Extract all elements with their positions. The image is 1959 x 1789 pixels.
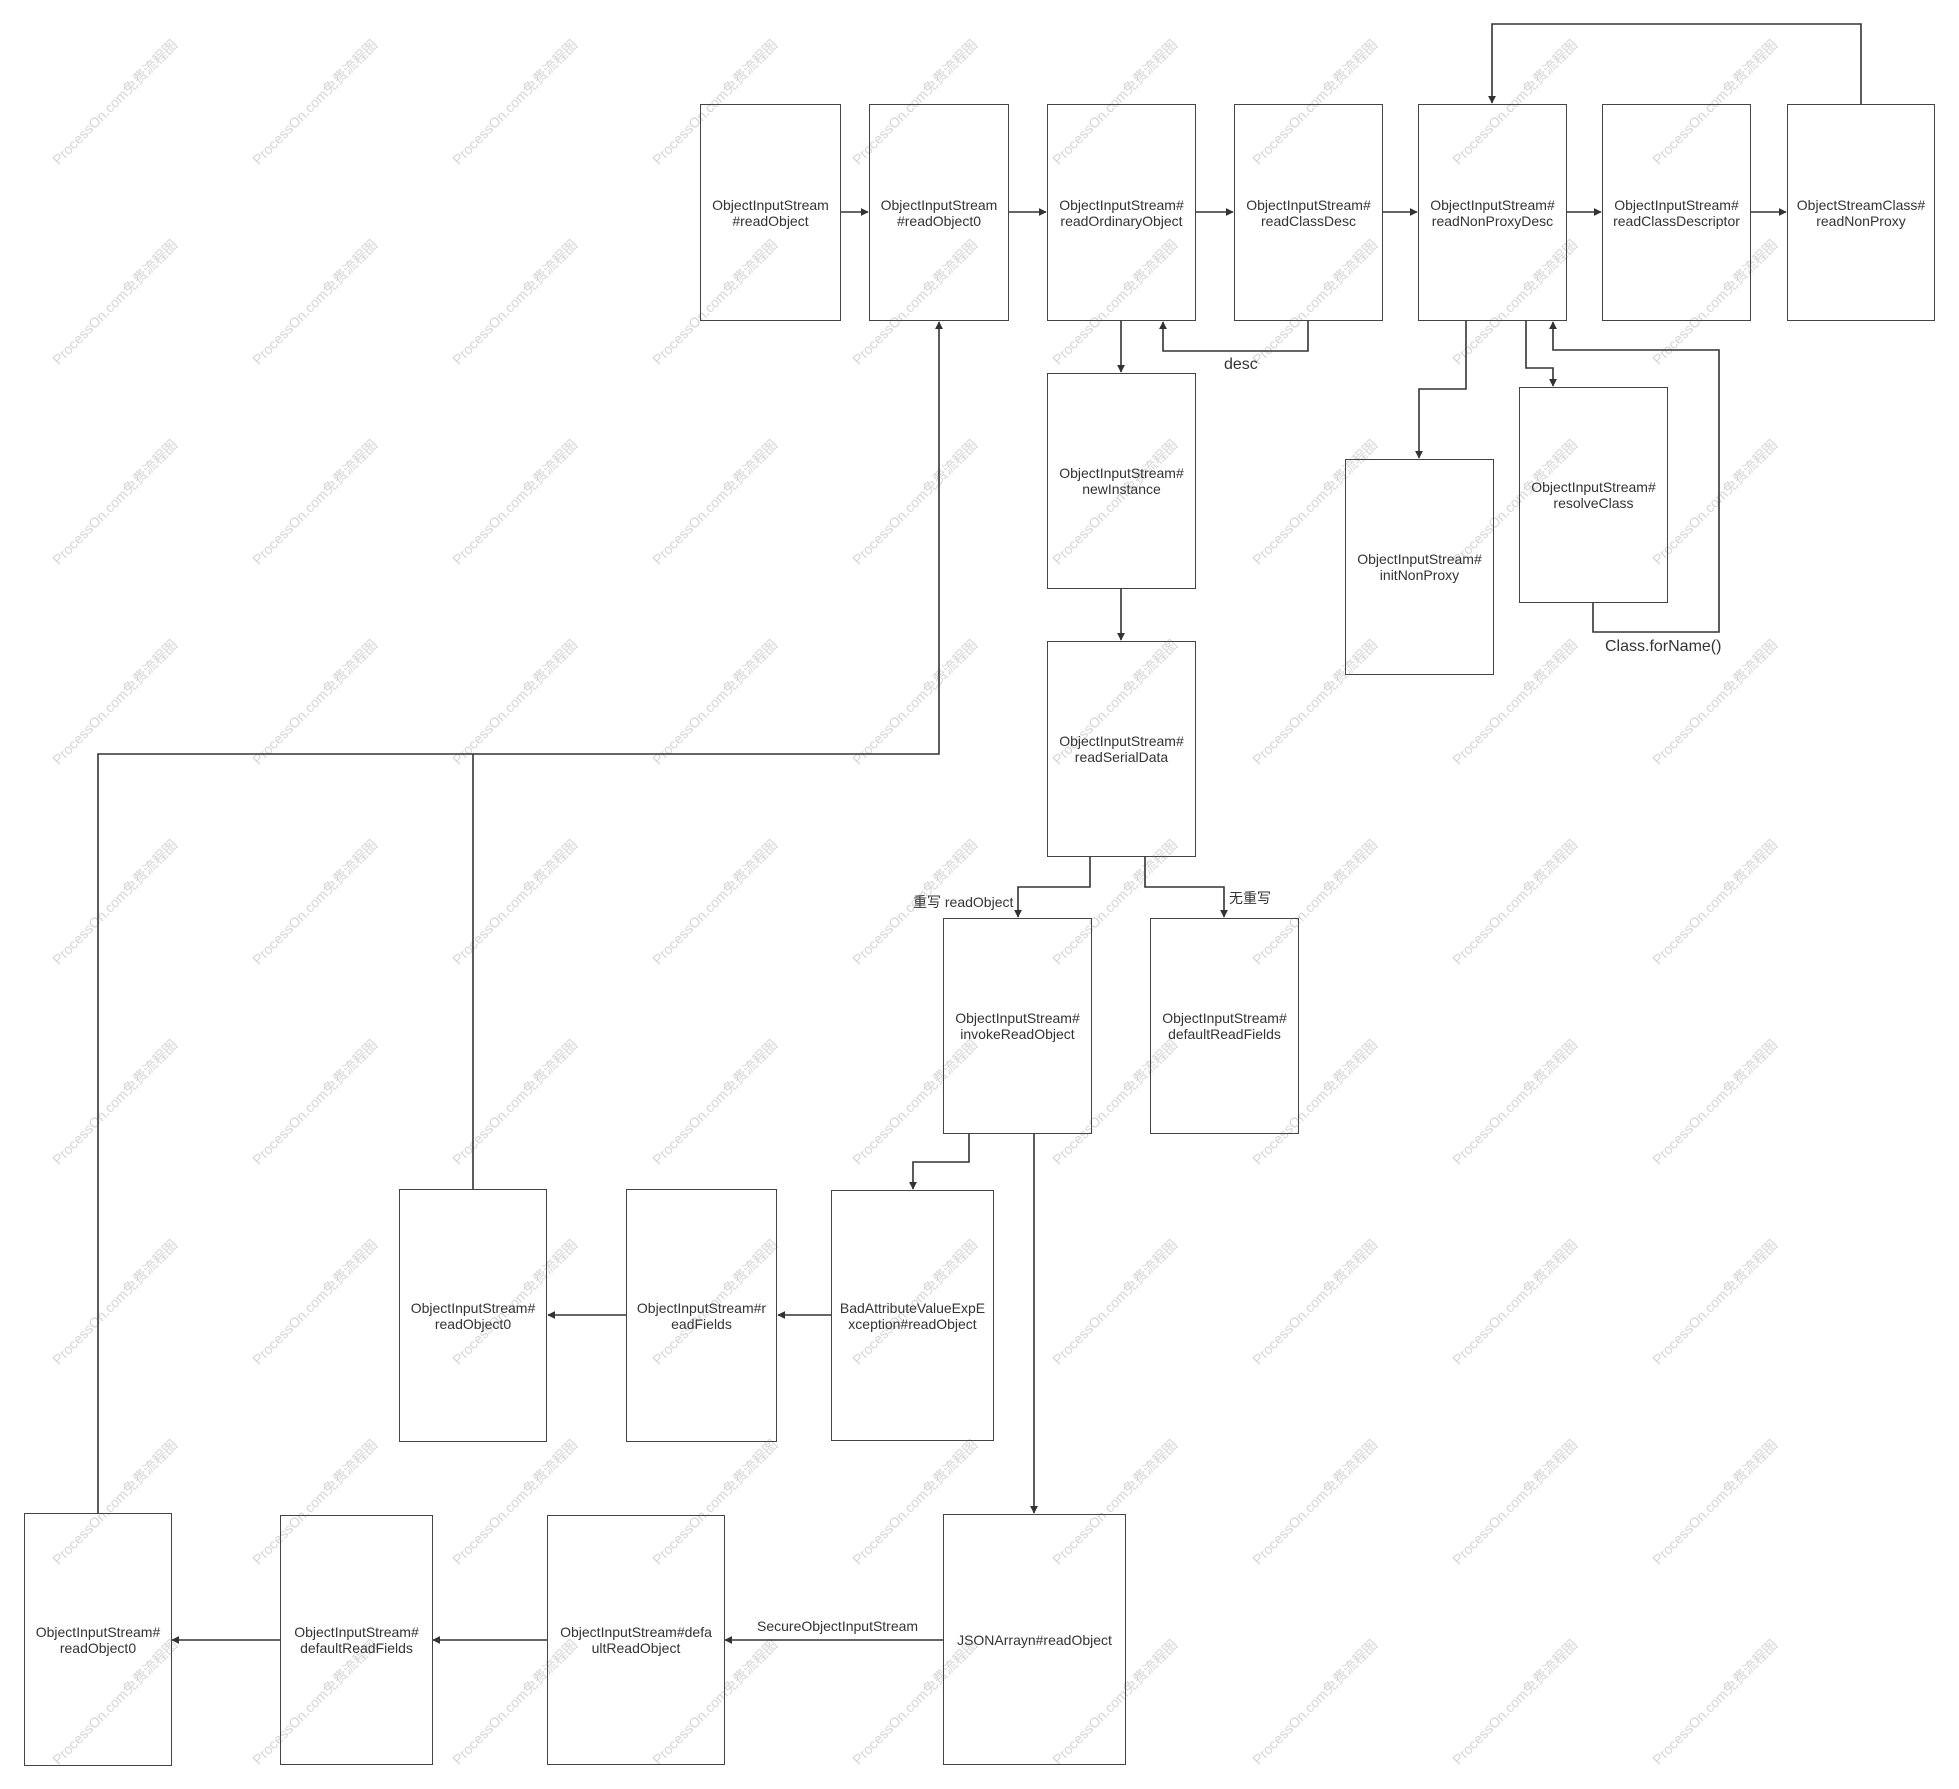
node-label: ObjectInputStream# readClassDescriptor bbox=[1613, 196, 1740, 229]
edge-label-no-override: 无重写 bbox=[1229, 890, 1271, 906]
node-objectinputstream-readclassdesc[interactable]: ObjectInputStream# readClassDesc bbox=[1234, 104, 1383, 321]
node-objectstreamclass-readnonproxy[interactable]: ObjectStreamClass# readNonProxy bbox=[1787, 104, 1935, 321]
node-jsonarray-readobject[interactable]: JSONArrayn#readObject bbox=[943, 1514, 1126, 1765]
node-objectinputstream-readobject0-mid[interactable]: ObjectInputStream# readObject0 bbox=[399, 1189, 547, 1442]
edge-readserialdata-to-defaultreadfields bbox=[1144, 857, 1228, 918]
node-label: ObjectInputStream# defaultReadFields bbox=[294, 1624, 419, 1656]
node-objectinputstream-initnonproxy[interactable]: ObjectInputStream# initNonProxy bbox=[1345, 459, 1494, 675]
node-objectinputstream-readobject0-top[interactable]: ObjectInputStream #readObject0 bbox=[869, 104, 1009, 321]
node-objectinputstream-defaultreadfields-bottom[interactable]: ObjectInputStream# defaultReadFields bbox=[280, 1515, 433, 1765]
edge-invokereadobject-to-badattribute bbox=[909, 1134, 970, 1190]
node-label: ObjectInputStream# initNonProxy bbox=[1357, 551, 1482, 583]
node-label: ObjectInputStream# readSerialData bbox=[1059, 733, 1184, 765]
node-label: JSONArrayn#readObject bbox=[957, 1631, 1112, 1648]
node-label: ObjectInputStream#defa ultReadObject bbox=[560, 1624, 712, 1656]
node-label: ObjectInputStream# readOrdinaryObject bbox=[1059, 196, 1184, 229]
node-label: ObjectInputStream# readNonProxyDesc bbox=[1430, 196, 1555, 229]
node-objectinputstream-readfields[interactable]: ObjectInputStream#r eadFields bbox=[626, 1189, 777, 1442]
node-label: ObjectInputStream# readObject0 bbox=[410, 1299, 536, 1332]
node-objectinputstream-readclassdescriptor[interactable]: ObjectInputStream# readClassDescriptor bbox=[1602, 104, 1751, 321]
node-objectinputstream-defaultreadobject[interactable]: ObjectInputStream#defa ultReadObject bbox=[547, 1515, 725, 1765]
node-label: ObjectInputStream#r eadFields bbox=[636, 1299, 767, 1332]
node-label: ObjectInputStream# resolveClass bbox=[1531, 479, 1656, 511]
node-objectinputstream-readnonproxydesc[interactable]: ObjectInputStream# readNonProxyDesc bbox=[1418, 104, 1567, 321]
edge-label-desc: desc bbox=[1224, 356, 1258, 373]
edge-readserialdata-to-invokereadobject bbox=[1014, 857, 1091, 918]
edge-readnonproxydesc-to-resolveclass bbox=[1525, 321, 1557, 387]
node-objectinputstream-invokereadobject[interactable]: ObjectInputStream# invokeReadObject bbox=[943, 918, 1092, 1134]
node-badattributevalueexpexception-readobject[interactable]: BadAttributeValueExpE xception#readObjec… bbox=[831, 1190, 994, 1441]
edge-label-override-readobject: 重写 readObject bbox=[913, 894, 1014, 910]
node-objectinputstream-readobject0-bottom[interactable]: ObjectInputStream# readObject0 bbox=[24, 1513, 172, 1766]
node-label: ObjectInputStream# invokeReadObject bbox=[955, 1010, 1080, 1042]
node-label: ObjectInputStream# readObject0 bbox=[35, 1623, 161, 1656]
edge-readnonproxydesc-to-initnonproxy bbox=[1415, 321, 1467, 459]
node-label: ObjectInputStream# newInstance bbox=[1059, 465, 1184, 497]
node-label: ObjectInputStream #readObject bbox=[712, 196, 829, 229]
node-label: ObjectInputStream #readObject0 bbox=[880, 196, 998, 229]
edge-label-secure-objectinputstream: SecureObjectInputStream bbox=[757, 1618, 919, 1634]
edge-label-class-forname: Class.forName() bbox=[1605, 638, 1722, 655]
node-objectinputstream-resolveclass[interactable]: ObjectInputStream# resolveClass bbox=[1519, 387, 1668, 603]
node-label: ObjectInputStream# readClassDesc bbox=[1246, 196, 1371, 229]
node-label: BadAttributeValueExpE xception#readObjec… bbox=[839, 1299, 986, 1332]
node-objectinputstream-readordinaryobject[interactable]: ObjectInputStream# readOrdinaryObject bbox=[1047, 104, 1196, 321]
node-objectinputstream-readobject[interactable]: ObjectInputStream #readObject bbox=[700, 104, 841, 321]
node-objectinputstream-readserialdata[interactable]: ObjectInputStream# readSerialData bbox=[1047, 641, 1196, 857]
edge-resolveclass-forname-to-readnonproxydesc bbox=[1549, 321, 1720, 633]
edge-readobject0-bottom-to-readobject0-top bbox=[97, 321, 943, 1513]
node-objectinputstream-defaultreadfields-right[interactable]: ObjectInputStream# defaultReadFields bbox=[1150, 918, 1299, 1134]
node-objectinputstream-newinstance[interactable]: ObjectInputStream# newInstance bbox=[1047, 373, 1196, 589]
edge-readclassdesc-desc-to-readordinaryobject bbox=[1159, 321, 1309, 352]
node-label: ObjectInputStream# defaultReadFields bbox=[1162, 1010, 1287, 1042]
edge-readnonproxy-to-readnonproxydesc bbox=[1488, 23, 1862, 104]
node-label: ObjectStreamClass# readNonProxy bbox=[1796, 196, 1926, 229]
